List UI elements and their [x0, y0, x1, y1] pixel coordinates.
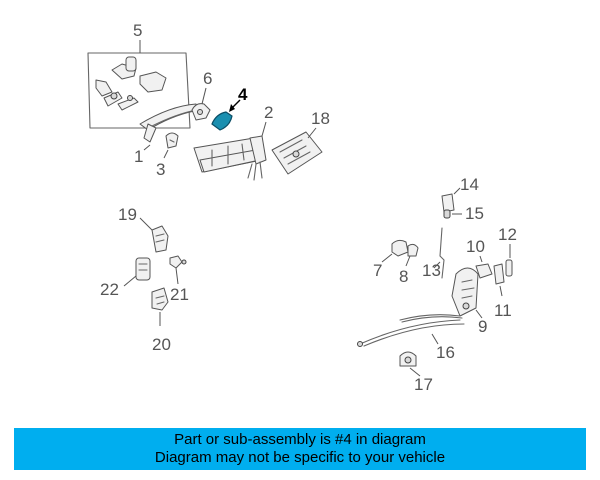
part-15: 15	[443, 204, 484, 223]
callout-7: 7	[373, 261, 382, 280]
part-6: 6	[191, 69, 212, 121]
part-10: 10	[466, 237, 493, 279]
callout-21: 21	[170, 285, 189, 304]
part-14: 14	[441, 175, 479, 213]
callout-16: 16	[436, 343, 455, 362]
callout-9: 9	[478, 317, 487, 336]
callout-4: 4	[238, 85, 248, 104]
callout-1: 1	[134, 147, 143, 166]
part-16-cable: 16	[357, 314, 465, 362]
part-5-kit: 5	[87, 21, 191, 129]
part-7: 7	[373, 239, 409, 280]
info-banner: Part or sub-assembly is #4 in diagram Di…	[14, 428, 586, 470]
part-2-actuator: 2	[193, 103, 273, 181]
callout-6: 6	[203, 69, 212, 88]
parts-diagram: 5 1 3 6 4 2	[87, 21, 517, 394]
part-18-module: 18	[271, 109, 330, 175]
callout-10: 10	[466, 237, 485, 256]
callout-15: 15	[465, 204, 484, 223]
part-17: 17	[399, 351, 433, 394]
banner-line-disclaimer: Diagram may not be specific to your vehi…	[154, 449, 446, 466]
callout-12: 12	[498, 225, 517, 244]
callout-2: 2	[264, 103, 273, 122]
part-20: 20	[151, 287, 171, 354]
callout-14: 14	[460, 175, 479, 194]
part-8: 8	[399, 243, 419, 286]
callout-22: 22	[100, 280, 119, 299]
part-12: 12	[498, 225, 517, 277]
part-19: 19	[118, 205, 169, 253]
part-11: 11	[493, 263, 512, 320]
part-22: 22	[100, 257, 151, 299]
part-13-rod: 13	[422, 227, 445, 280]
part-3: 3	[156, 132, 179, 179]
callout-11: 11	[494, 301, 512, 320]
callout-19: 19	[118, 205, 137, 224]
part-4-highlighted: 4	[211, 85, 248, 131]
part-9-latch: 9	[451, 267, 487, 336]
callout-5: 5	[133, 21, 142, 40]
callout-18: 18	[311, 109, 330, 128]
part-21: 21	[169, 255, 189, 304]
callout-20: 20	[152, 335, 171, 354]
banner-line-part: Part or sub-assembly is #4 in diagram	[174, 431, 426, 448]
callout-3: 3	[156, 160, 165, 179]
callout-8: 8	[399, 267, 408, 286]
callout-13: 13	[422, 261, 441, 280]
callout-17: 17	[414, 375, 433, 394]
